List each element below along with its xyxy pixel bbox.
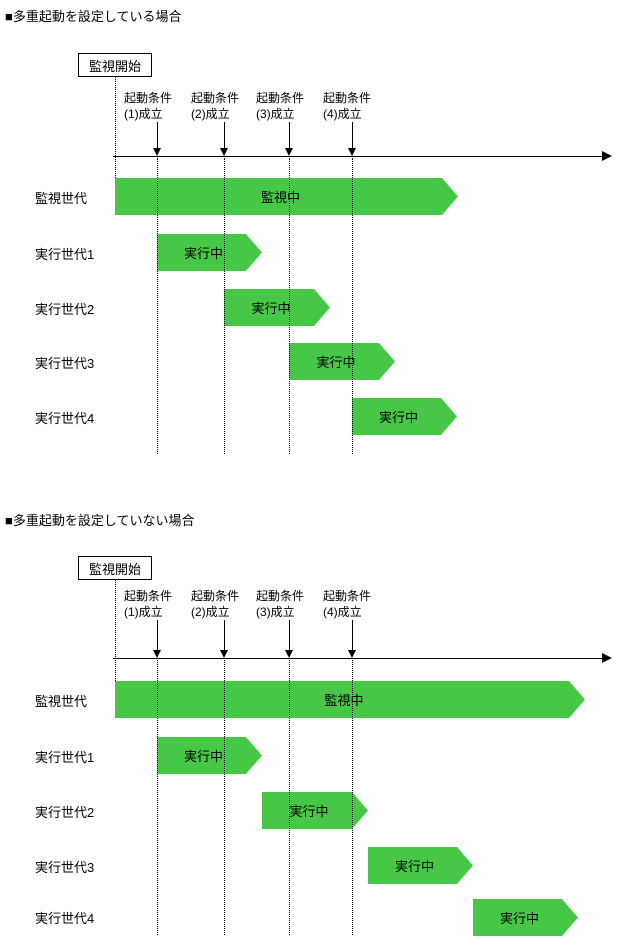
condition-arrow	[157, 122, 158, 149]
row-label: 実行世代2	[35, 805, 95, 820]
bar-executing: 実行中	[473, 899, 578, 936]
condition-label: 起動条件 (1)成立	[124, 588, 172, 620]
condition-name: 起動条件	[323, 91, 372, 105]
bar-label: 実行中	[183, 749, 223, 764]
condition-arrowhead	[153, 650, 161, 658]
condition-arrow	[224, 620, 225, 651]
bar-label: 実行中	[499, 911, 539, 926]
start-dotted-line	[115, 76, 116, 178]
bar-executing: 実行中	[368, 847, 473, 884]
condition-dotted-line	[352, 660, 353, 935]
condition-arrowhead	[348, 148, 356, 156]
condition-label: 起動条件 (4)成立	[323, 90, 371, 122]
axis-arrowhead	[602, 653, 612, 663]
monitor-start-box: 監視開始	[78, 53, 152, 77]
axis-arrowhead	[602, 151, 612, 161]
condition-name: 起動条件	[256, 91, 305, 105]
bar-label: 実行中	[378, 410, 418, 425]
condition-arrowhead	[285, 148, 293, 156]
condition-dotted-line	[157, 158, 158, 454]
bar-label: 監視中	[324, 693, 364, 708]
monitor-start-label: 監視開始	[88, 561, 141, 577]
row-label: 実行世代1	[35, 750, 95, 765]
bar-label: 実行中	[289, 804, 329, 819]
row-label: 監視世代	[35, 191, 88, 206]
condition-label: 起動条件 (1)成立	[124, 90, 172, 122]
condition-arrow	[352, 620, 353, 651]
row-label: 実行世代4	[35, 911, 95, 926]
condition-arrow	[157, 620, 158, 651]
condition-arrow	[289, 122, 290, 149]
start-dotted-line	[115, 579, 116, 681]
condition-event: (3)成立	[256, 605, 295, 619]
section-title: ■多重起動を設定していない場合	[5, 513, 195, 528]
condition-dotted-line	[289, 158, 290, 454]
bar-executing: 実行中	[289, 343, 395, 380]
condition-label: 起動条件 (2)成立	[191, 588, 239, 620]
condition-arrow	[224, 122, 225, 149]
row-label: 監視世代	[35, 694, 88, 709]
bar-executing: 実行中	[352, 398, 457, 435]
monitor-start-box: 監視開始	[78, 556, 152, 580]
timeline-axis	[113, 156, 603, 157]
condition-arrowhead	[220, 650, 228, 658]
condition-dotted-line	[224, 158, 225, 454]
condition-dotted-line	[352, 158, 353, 454]
bar-monitoring: 監視中	[115, 681, 585, 718]
condition-arrowhead	[285, 650, 293, 658]
row-label: 実行世代3	[35, 356, 95, 371]
condition-arrowhead	[220, 148, 228, 156]
condition-dotted-line	[157, 660, 158, 935]
bar-label: 実行中	[394, 859, 434, 874]
condition-name: 起動条件	[124, 589, 173, 603]
bar-monitoring: 監視中	[115, 178, 458, 215]
condition-event: (2)成立	[191, 107, 230, 121]
row-label: 実行世代4	[35, 411, 95, 426]
bar-executing: 実行中	[262, 792, 368, 829]
condition-name: 起動条件	[256, 589, 305, 603]
condition-name: 起動条件	[124, 91, 173, 105]
bar-label: 実行中	[316, 355, 356, 370]
monitor-start-label: 監視開始	[88, 58, 141, 74]
timeline-axis	[113, 658, 603, 659]
bar-label: 監視中	[260, 190, 300, 205]
condition-event: (4)成立	[323, 107, 362, 121]
condition-label: 起動条件 (4)成立	[323, 588, 371, 620]
condition-event: (4)成立	[323, 605, 362, 619]
bar-label: 実行中	[183, 246, 223, 261]
condition-label: 起動条件 (2)成立	[191, 90, 239, 122]
bar-label: 実行中	[251, 301, 291, 316]
condition-event: (1)成立	[124, 107, 163, 121]
condition-dotted-line	[224, 660, 225, 935]
condition-name: 起動条件	[191, 589, 240, 603]
section-title: ■多重起動を設定している場合	[5, 9, 182, 24]
bar-executing: 実行中	[157, 737, 262, 774]
condition-arrow	[289, 620, 290, 651]
condition-event: (2)成立	[191, 605, 230, 619]
condition-dotted-line	[289, 660, 290, 935]
row-label: 実行世代1	[35, 247, 95, 262]
condition-name: 起動条件	[191, 91, 240, 105]
bar-executing: 実行中	[157, 234, 262, 271]
condition-event: (3)成立	[256, 107, 295, 121]
condition-arrowhead	[153, 148, 161, 156]
condition-arrowhead	[348, 650, 356, 658]
condition-label: 起動条件 (3)成立	[256, 588, 304, 620]
condition-name: 起動条件	[323, 589, 372, 603]
condition-arrow	[352, 122, 353, 149]
row-label: 実行世代3	[35, 860, 95, 875]
condition-label: 起動条件 (3)成立	[256, 90, 304, 122]
row-label: 実行世代2	[35, 302, 95, 317]
condition-event: (1)成立	[124, 605, 163, 619]
bar-executing: 実行中	[224, 289, 330, 326]
